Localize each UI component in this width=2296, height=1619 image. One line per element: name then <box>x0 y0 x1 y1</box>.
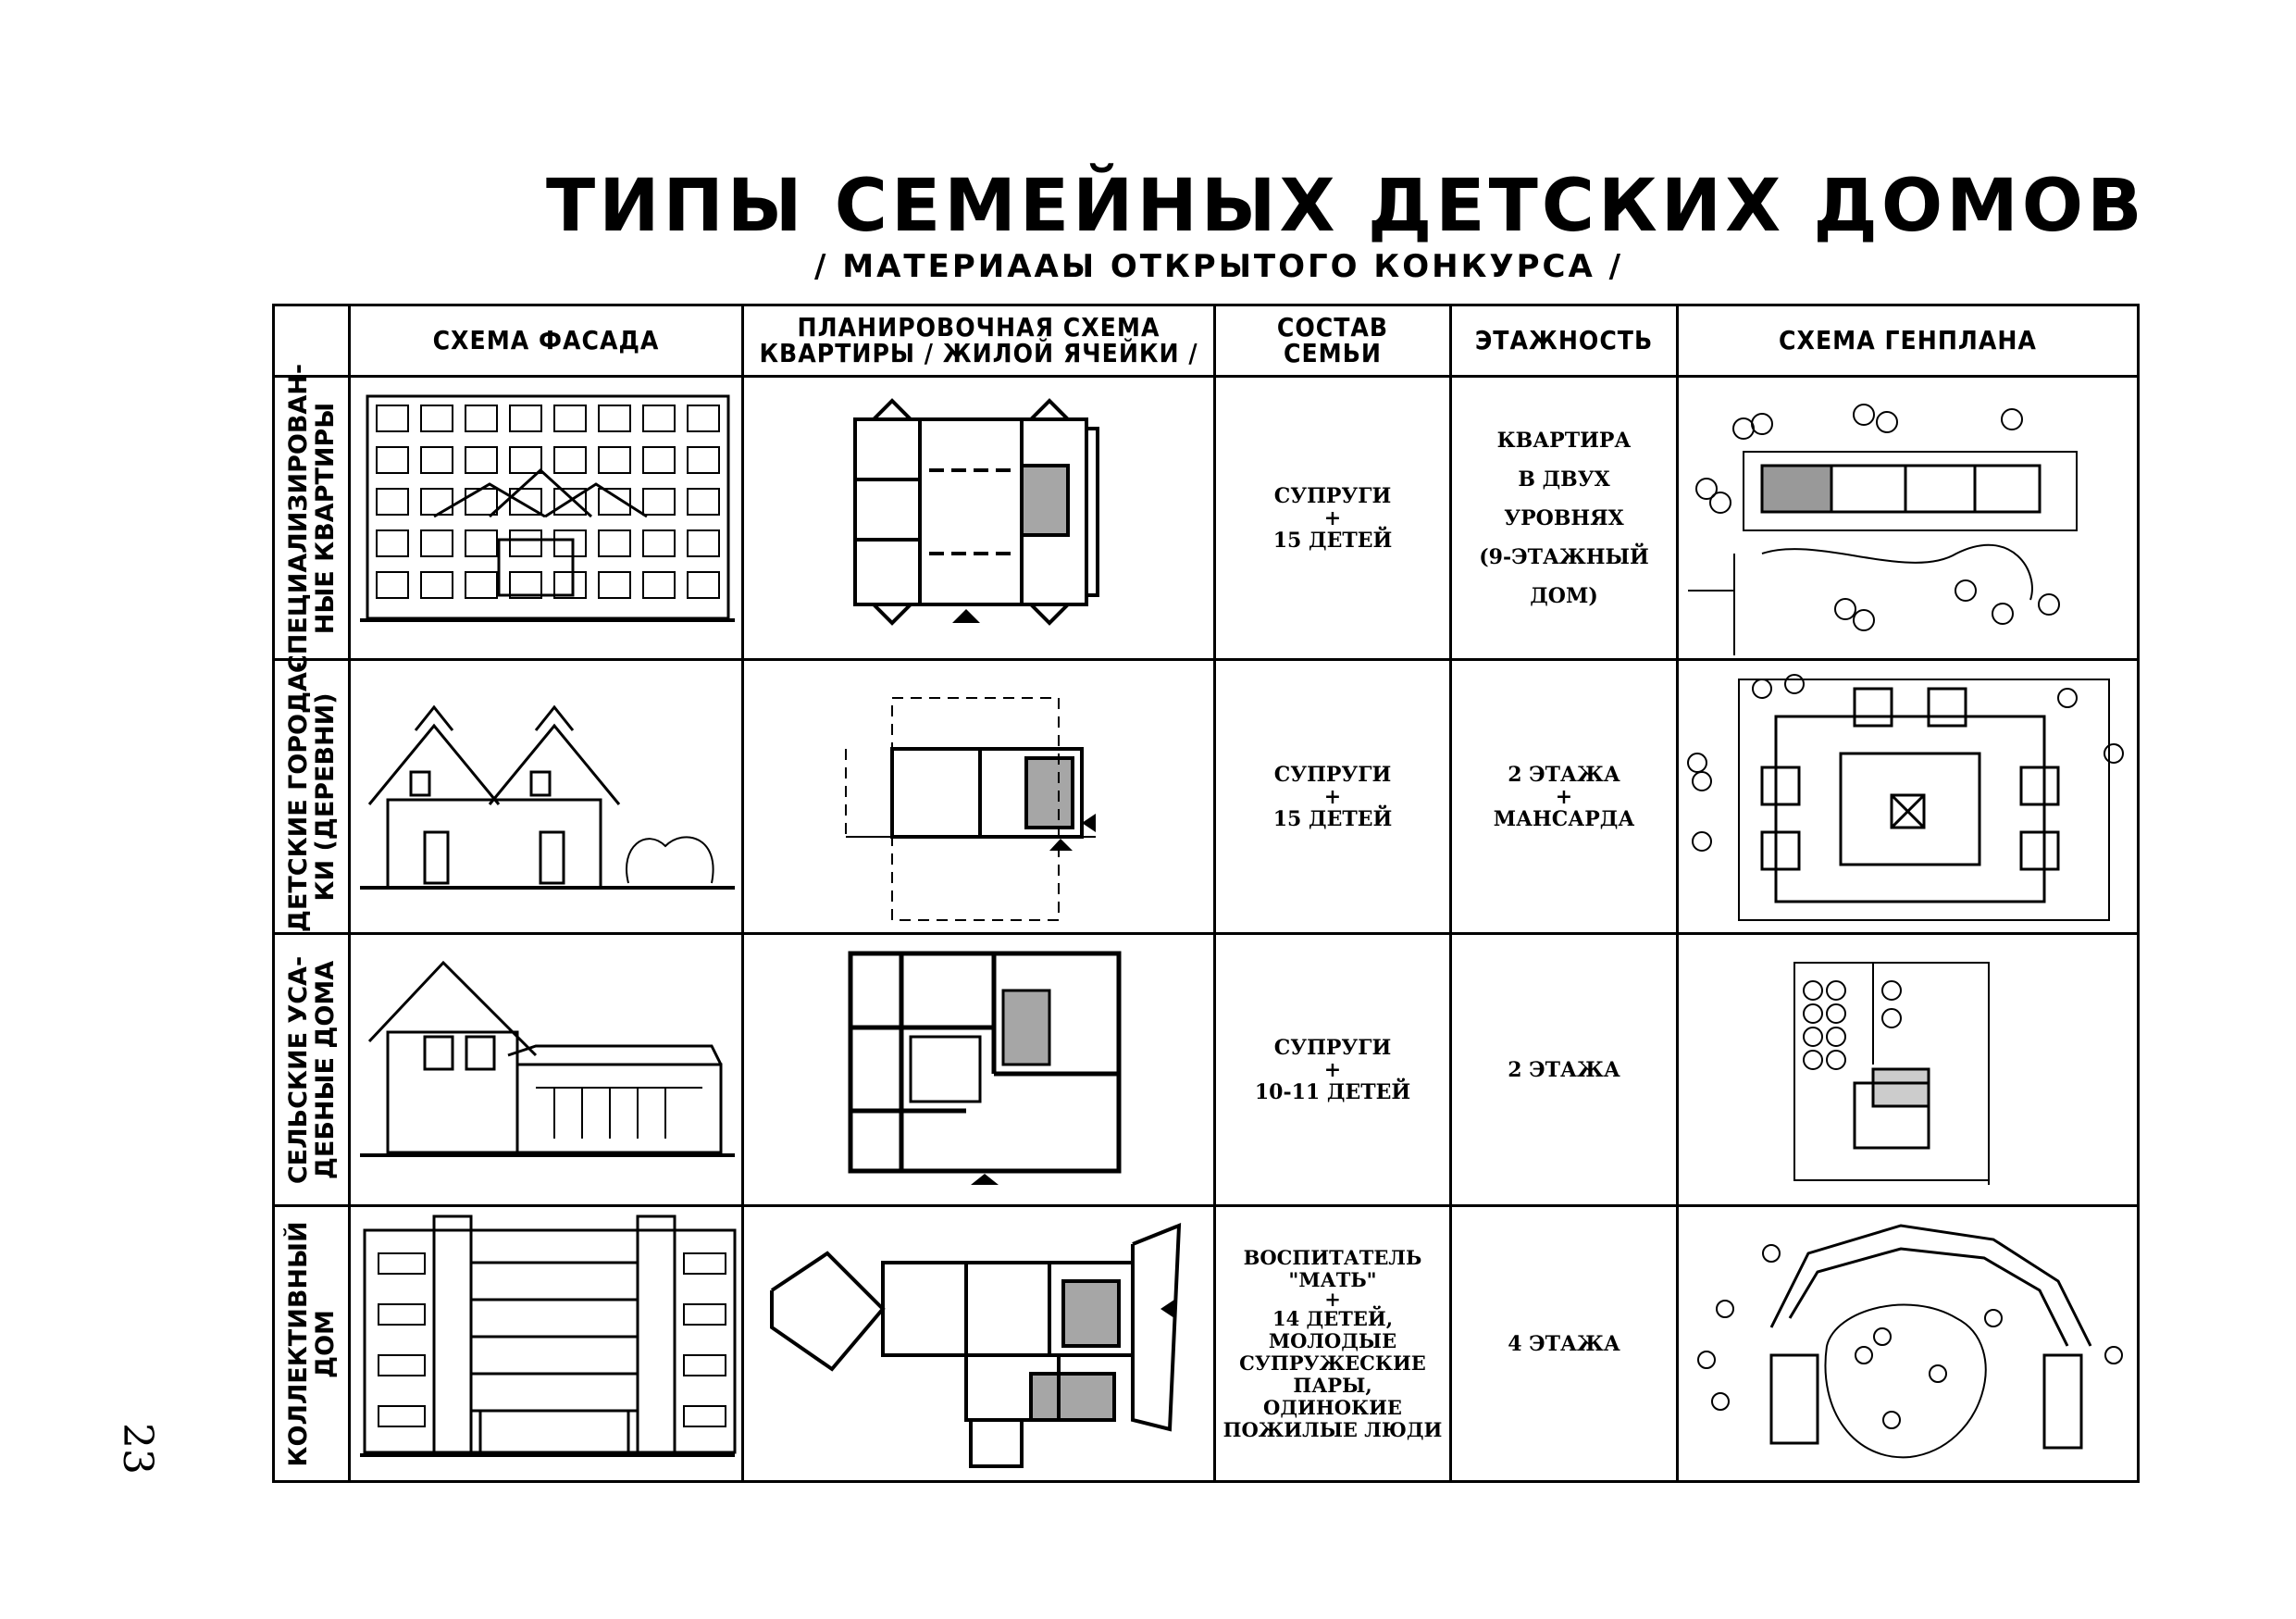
floor-count: 2 ЭТАЖА <box>1449 932 1679 1207</box>
table-row: ДЕТСКИЕ ГОРОДА-КИ (ДЕРЕВНИ) <box>272 658 2140 935</box>
plus-sign: + <box>1323 505 1342 530</box>
plan-drawing <box>741 1204 1216 1483</box>
facade-sketch-village-house <box>360 704 735 890</box>
family-line: ОДИНОКИЕ <box>1263 1395 1402 1419</box>
page-subtitle: / МАТЕРИААЫ ОТКРЫТОГО КОНКУРСА / <box>814 248 1624 285</box>
floors-line: МАНСАРДА <box>1493 806 1635 831</box>
floors-line: УРОВНЯХ <box>1504 505 1624 530</box>
family-line: СУПРУЖЕСКИЕ <box>1239 1351 1426 1375</box>
site-plan-sketch-4 <box>1697 1224 2123 1459</box>
header-family-line2: СЕМЬИ <box>1283 338 1383 368</box>
header-plan-line1: ПЛАНИРОВОЧНАЯ СХЕМА <box>797 312 1160 342</box>
plan-drawing <box>741 375 1216 661</box>
family-line: СУПРУГИ <box>1273 1035 1392 1060</box>
facade-drawing <box>348 658 744 935</box>
family-line: ВОСПИТАТЕЛЬ <box>1243 1245 1422 1269</box>
facade-sketch-apartment-block <box>360 394 735 622</box>
page-number: 23 <box>114 1423 161 1475</box>
plus-sign: + <box>1555 784 1573 809</box>
header-site: СХЕМА ГЕНПЛАНА <box>1676 304 2140 378</box>
site-plan-sketch-1 <box>1688 404 2078 655</box>
facade-drawing <box>348 1204 744 1483</box>
family-line: 10-11 ДЕТЕЙ <box>1254 1079 1411 1104</box>
floors-line: ДОМ) <box>1530 583 1598 608</box>
floor-plan-sketch-2 <box>845 697 1096 921</box>
family-line: МОЛОДЫЕ <box>1268 1328 1397 1352</box>
plus-sign: + <box>1323 1057 1342 1082</box>
floor-count: КВАРТИРА В ДВУХ УРОВНЯХ (9-ЭТАЖНЫЙ ДОМ) <box>1449 375 1679 661</box>
family-line: 15 ДЕТЕЙ <box>1272 806 1393 831</box>
row-label: ДЕТСКИЕ ГОРОДА-КИ (ДЕРЕВНИ) <box>272 658 351 935</box>
site-plan-sketch-2 <box>1687 674 2124 921</box>
plus-sign: + <box>1324 1287 1341 1311</box>
family-line: СУПРУГИ <box>1273 762 1392 787</box>
family-line: "МАТЬ" <box>1288 1267 1377 1291</box>
floor-count: 4 ЭТАЖА <box>1449 1204 1679 1483</box>
site-plan-drawing <box>1676 375 2140 661</box>
plan-drawing <box>741 932 1216 1207</box>
family-line: ПАРЫ, <box>1293 1373 1372 1397</box>
floor-plan-sketch-1 <box>853 398 1099 626</box>
plus-sign: + <box>1323 784 1342 809</box>
family-composition: СУПРУГИ + 15 ДЕТЕЙ <box>1213 375 1452 661</box>
site-plan-drawing <box>1676 1204 2140 1483</box>
header-plan: ПЛАНИРОВОЧНАЯ СХЕМА КВАРТИРЫ / ЖИЛОЙ ЯЧЕ… <box>741 304 1216 378</box>
row-label: СПЕЦИАЛИЗИРОВАН-НЫЕ КВАРТИРЫ <box>272 363 351 673</box>
floor-plan-sketch-3 <box>848 951 1122 1185</box>
row-label-line1: СПЕЦИАЛИЗИРОВАН- <box>283 363 313 673</box>
family-line: ПОЖИЛЫЕ ЛЮДИ <box>1222 1417 1443 1441</box>
floors-line: В ДВУХ <box>1518 467 1610 492</box>
row-label-line2: НЫЕ КВАРТИРЫ <box>310 402 340 634</box>
family-composition: ВОСПИТАТЕЛЬ "МАТЬ" + 14 ДЕТЕЙ, МОЛОДЫЕ С… <box>1213 1204 1452 1483</box>
family-line: СУПРУГИ <box>1273 483 1392 508</box>
floors-line: КВАРТИРА <box>1496 428 1632 453</box>
header-family: СОСТАВ СЕМЬИ <box>1213 304 1452 378</box>
table-row: СПЕЦИАЛИЗИРОВАН-НЫЕ КВАРТИРЫ <box>272 363 2140 673</box>
site-plan-drawing <box>1676 932 2140 1207</box>
floors-line: 2 ЭТАЖА <box>1508 762 1620 787</box>
floors-line: 4 ЭТАЖА <box>1508 1331 1620 1356</box>
site-plan-drawing <box>1676 658 2140 935</box>
family-line: 14 ДЕТЕЙ, <box>1272 1306 1393 1330</box>
row-label-line1: СЕЛЬСКИЕ УСА- <box>283 955 313 1184</box>
facade-sketch-farmstead <box>360 960 735 1157</box>
children-homes-table: СХЕМА ФАСАДА ПЛАНИРОВОЧНАЯ СХЕМА КВАРТИР… <box>272 304 2140 1483</box>
row-label: СЕЛЬСКИЕ УСА-ДЕБНЫЕ ДОМА <box>272 932 351 1207</box>
plan-drawing <box>741 658 1216 935</box>
floor-plan-sketch-4 <box>770 1222 1182 1468</box>
row-label-line1: КОЛЛЕКТИВНЫЙ <box>283 1220 313 1467</box>
facade-drawing <box>348 375 744 661</box>
family-line: 15 ДЕТЕЙ <box>1272 528 1393 553</box>
site-plan-sketch-3 <box>1793 962 1990 1185</box>
floors-line: (9-ЭТАЖНЫЙ <box>1479 544 1649 569</box>
facade-sketch-collective-house <box>360 1214 737 1457</box>
header-facade: СХЕМА ФАСАДА <box>348 304 744 378</box>
row-label-line2: КИ (ДЕРЕВНИ) <box>310 691 340 902</box>
row-label-line2: ДОМ <box>310 1309 340 1378</box>
header-plan-line2: КВАРТИРЫ / ЖИЛОЙ ЯЧЕЙКИ / <box>759 338 1198 368</box>
family-composition: СУПРУГИ + 10-11 ДЕТЕЙ <box>1213 932 1452 1207</box>
table-row: СЕЛЬСКИЕ УСА-ДЕБНЫЕ ДОМА <box>272 932 2140 1207</box>
header-family-line1: СОСТАВ <box>1276 312 1389 342</box>
header-row: СХЕМА ФАСАДА ПЛАНИРОВОЧНАЯ СХЕМА КВАРТИР… <box>272 304 2140 378</box>
row-label-line2: ДЕБНЫЕ ДОМА <box>310 960 340 1179</box>
header-floors: ЭТАЖНОСТЬ <box>1449 304 1679 378</box>
family-composition: СУПРУГИ + 15 ДЕТЕЙ <box>1213 658 1452 935</box>
corner-cell <box>272 304 351 378</box>
floors-line: 2 ЭТАЖА <box>1508 1057 1620 1082</box>
facade-drawing <box>348 932 744 1207</box>
row-label-line1: ДЕТСКИЕ ГОРОДА- <box>283 661 313 932</box>
floor-count: 2 ЭТАЖА + МАНСАРДА <box>1449 658 1679 935</box>
page-title: ТИПЫ СЕМЕЙНЫХ ДЕТСКИХ ДОМОВ <box>546 165 2146 248</box>
